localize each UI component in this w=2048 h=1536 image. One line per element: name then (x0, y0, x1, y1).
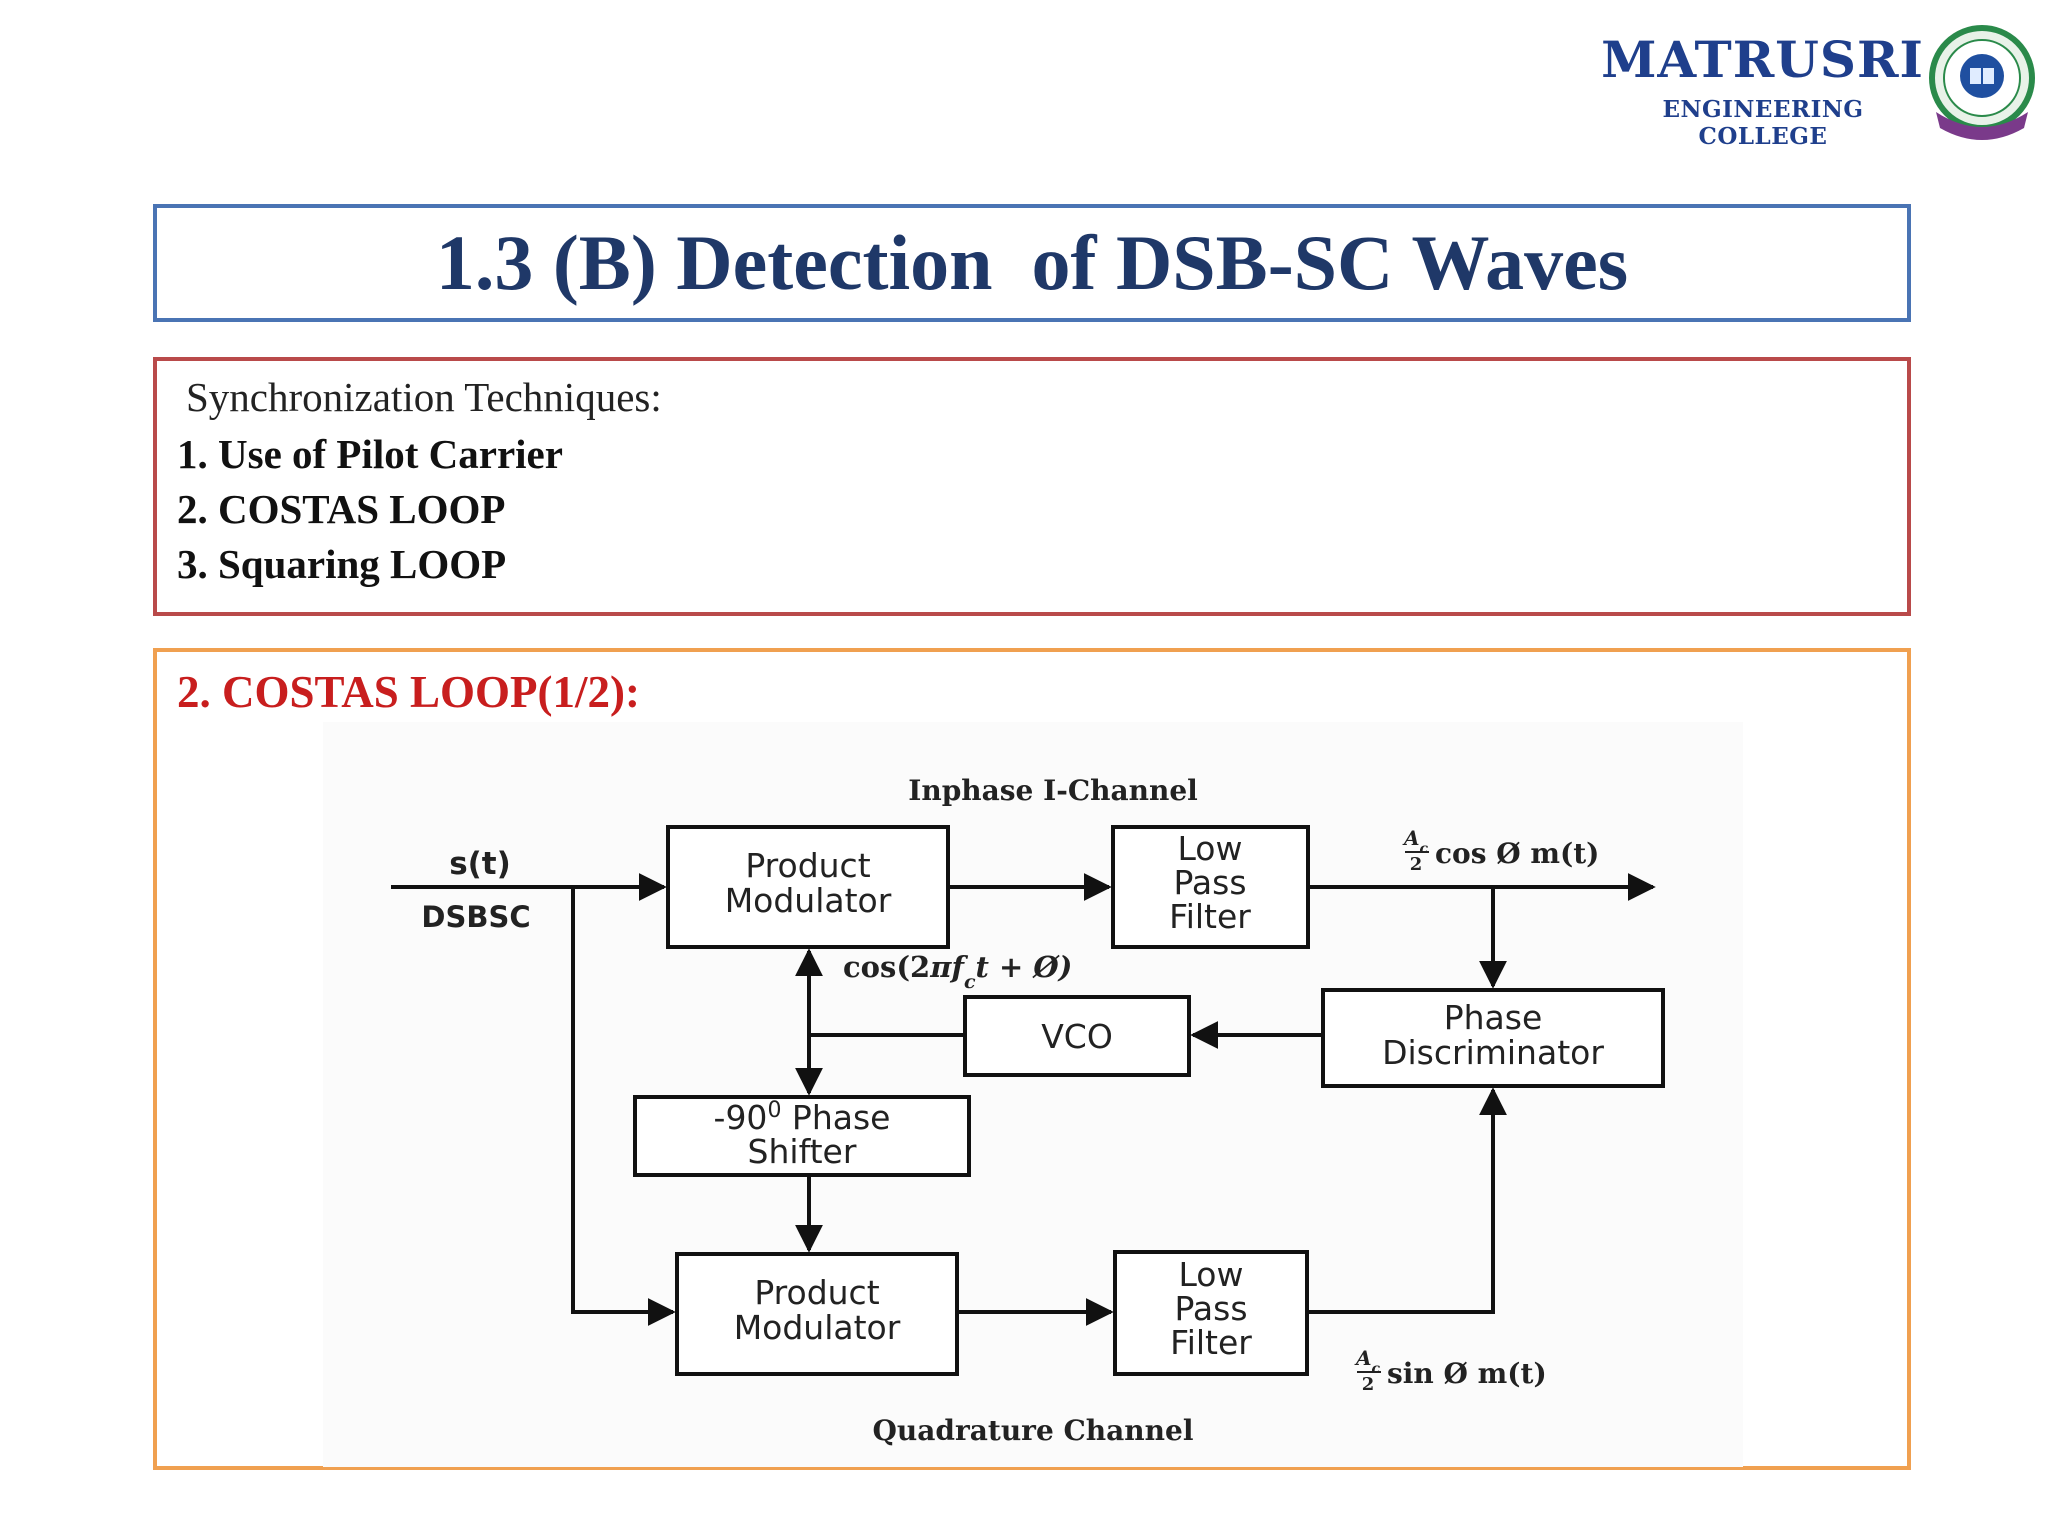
svg-text:Ac: Ac (1354, 1346, 1381, 1377)
low-pass-filter-top: Low Pass Filter (1111, 825, 1310, 949)
logo-subtitle: ENGINEERING COLLEGE (1662, 96, 1864, 150)
input-signal-label: s(t) (449, 846, 511, 882)
college-logo: MATRUSRI ENGINEERING COLLEGE (1590, 20, 2035, 150)
svg-text:Shifter: Shifter (748, 1132, 857, 1171)
inphase-label: Inphase I-Channel (908, 774, 1198, 807)
logo-name: MATRUSRI (1601, 30, 1924, 89)
quadrature-label: Quadrature Channel (873, 1414, 1194, 1447)
technique-item: 2. COSTAS LOOP (177, 486, 506, 532)
svg-text:Low: Low (1179, 1255, 1244, 1294)
svg-text:Product: Product (754, 1273, 879, 1312)
vco-block: VCO (963, 995, 1191, 1077)
svg-text:Pass: Pass (1173, 863, 1246, 902)
college-emblem-icon (1929, 25, 2035, 140)
svg-text:Discriminator: Discriminator (1382, 1033, 1604, 1072)
svg-text:Filter: Filter (1170, 1323, 1252, 1362)
output-top-label: Ac 2 cos Ø m(t) (1402, 826, 1599, 875)
signal-paths (391, 873, 1656, 1326)
page-title: 1.3 (B) Detection of DSB-SC Waves (435, 219, 1629, 306)
costas-box: 2. COSTAS LOOP(1/2): Inphase I-Channel Q… (153, 648, 1911, 1470)
costas-loop-diagram: Inphase I-Channel Quadrature Channel s(t… (323, 722, 1743, 1467)
svg-text:sin Ø m(t): sin Ø m(t) (1387, 1357, 1547, 1390)
phase-discriminator-block: Phase Discriminator (1321, 988, 1665, 1088)
svg-text:Pass: Pass (1174, 1289, 1247, 1328)
product-modulator-bottom: Product Modulator (675, 1252, 959, 1376)
costas-heading: 2. COSTAS LOOP(1/2): (177, 667, 640, 717)
techniques-box: Synchronization Techniques: 1. Use of Pi… (153, 357, 1911, 616)
product-modulator-top: Product Modulator (666, 825, 950, 949)
svg-text:Modulator: Modulator (725, 881, 892, 920)
svg-text:Phase: Phase (1444, 998, 1543, 1037)
svg-text:-900 Phase: -900 Phase (714, 1098, 891, 1138)
phase-shifter-block: -900 Phase Shifter (633, 1095, 971, 1177)
techniques-heading: Synchronization Techniques: (186, 374, 662, 420)
svg-text:cos Ø m(t): cos Ø m(t) (1435, 837, 1599, 870)
svg-text:2: 2 (1410, 854, 1423, 875)
technique-item: 3. Squaring LOOP (177, 541, 507, 587)
svg-text:Product: Product (745, 846, 870, 885)
techniques-list: 1. Use of Pilot Carrier 2. COSTAS LOOP 3… (177, 427, 563, 592)
input-type-label: DSBSC (421, 900, 530, 934)
svg-text:VCO: VCO (1041, 1017, 1113, 1056)
svg-text:Low: Low (1178, 829, 1243, 868)
title-box: 1.3 (B) Detection of DSB-SC Waves (153, 204, 1911, 322)
carrier-label: cos(2πfct + Ø) (843, 950, 1072, 993)
low-pass-filter-bottom: Low Pass Filter (1113, 1250, 1309, 1376)
output-bottom-label: Ac 2 sin Ø m(t) (1354, 1346, 1547, 1395)
svg-text:Modulator: Modulator (734, 1308, 901, 1347)
svg-text:Ac: Ac (1402, 826, 1429, 857)
technique-item: 1. Use of Pilot Carrier (177, 431, 563, 477)
svg-text:2: 2 (1362, 1374, 1375, 1395)
svg-text:Filter: Filter (1169, 897, 1251, 936)
